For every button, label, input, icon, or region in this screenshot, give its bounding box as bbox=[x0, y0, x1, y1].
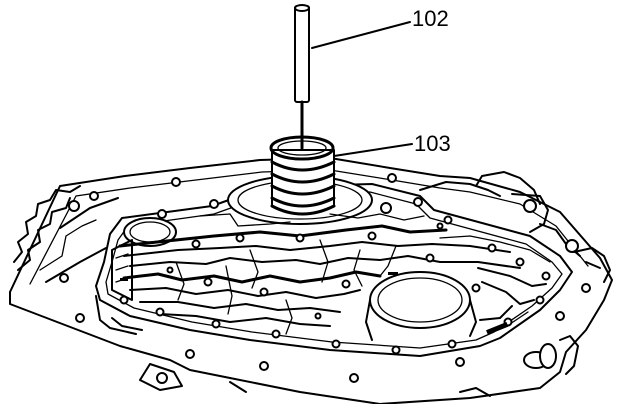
gear-teeth-left bbox=[13, 185, 119, 283]
callout-leaders bbox=[311, 21, 413, 157]
callout-103: 103 bbox=[414, 131, 451, 156]
pin-tool bbox=[294, 4, 310, 150]
leader-103 bbox=[333, 143, 413, 157]
accumulator-spring bbox=[269, 135, 336, 216]
transmission-case bbox=[9, 157, 613, 404]
callout-102: 102 bbox=[412, 6, 449, 31]
bolt-holes bbox=[119, 197, 551, 355]
case-bolt-holes bbox=[75, 173, 591, 383]
leader-102 bbox=[311, 21, 411, 49]
